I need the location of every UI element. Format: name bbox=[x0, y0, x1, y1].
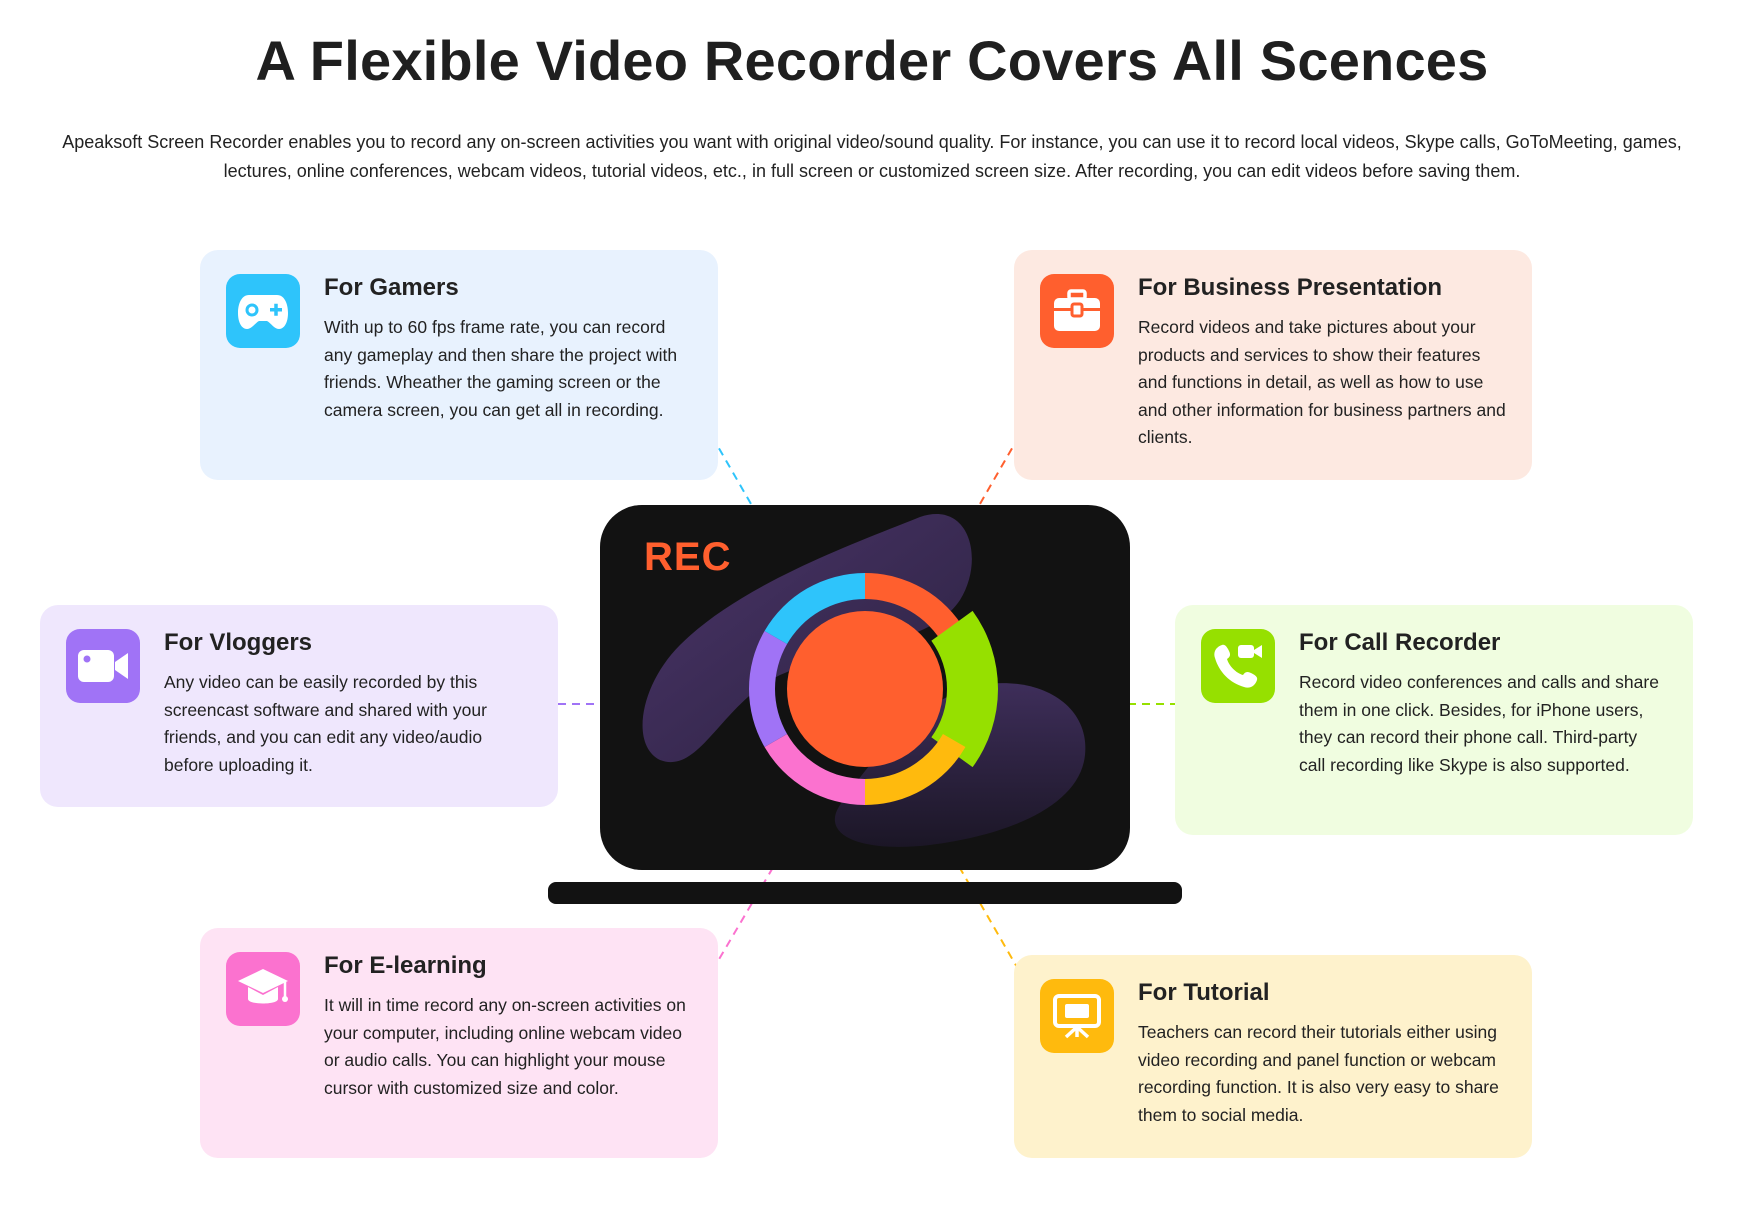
intro-paragraph: Apeaksoft Screen Recorder enables you to… bbox=[62, 132, 1682, 181]
card-text: Record video conferences and calls and s… bbox=[1299, 672, 1659, 775]
card-text: It will in time record any on-screen act… bbox=[324, 995, 686, 1098]
card-title: For E-learning bbox=[324, 952, 487, 979]
ring-segment bbox=[865, 573, 966, 644]
phone-video-icon bbox=[1201, 629, 1275, 703]
ring-segment bbox=[865, 734, 966, 805]
graduation-cap-icon bbox=[226, 952, 300, 1026]
card-text: Any video can be easily recorded by this… bbox=[164, 672, 487, 775]
briefcase-icon bbox=[1040, 274, 1114, 348]
presentation-board-icon bbox=[1040, 979, 1114, 1053]
card-e-learning: For E-learning It will in time record an… bbox=[200, 928, 718, 1158]
laptop-base bbox=[548, 882, 1182, 904]
gamepad-icon bbox=[226, 274, 300, 348]
card-title: For Call Recorder bbox=[1299, 629, 1501, 656]
background-blob bbox=[834, 683, 1086, 847]
card-title: For Business Presentation bbox=[1138, 274, 1443, 301]
rec-label: REC bbox=[644, 535, 732, 579]
card-business-presentation: For Business Presentation Record videos … bbox=[1014, 250, 1532, 480]
ring-segment bbox=[764, 734, 865, 805]
card-title: For Gamers bbox=[324, 274, 459, 301]
ring-segment bbox=[764, 573, 865, 644]
page-title: A Flexible Video Recorder Covers All Sce… bbox=[255, 29, 1489, 92]
card-text: With up to 60 fps frame rate, you can re… bbox=[324, 317, 678, 420]
card-text: Record videos and take pictures about yo… bbox=[1138, 317, 1506, 447]
record-button bbox=[787, 611, 943, 767]
recorder-illustration bbox=[642, 514, 1086, 847]
card-text: Teachers can record their tutorials eith… bbox=[1138, 1022, 1499, 1125]
laptop-screen: REC bbox=[600, 505, 1130, 870]
card-vloggers: For Vloggers Any video can be easily rec… bbox=[40, 605, 558, 807]
card-call-recorder: For Call Recorder Record video conferenc… bbox=[1175, 605, 1693, 835]
card-tutorial: For Tutorial Teachers can record their t… bbox=[1014, 955, 1532, 1158]
card-title: For Tutorial bbox=[1138, 979, 1270, 1006]
ring-segment bbox=[931, 610, 998, 768]
card-gamers: For Gamers With up to 60 fps frame rate,… bbox=[200, 250, 718, 480]
card-title: For Vloggers bbox=[164, 629, 313, 656]
ring-segment bbox=[749, 631, 788, 747]
video-camera-icon bbox=[66, 629, 140, 703]
